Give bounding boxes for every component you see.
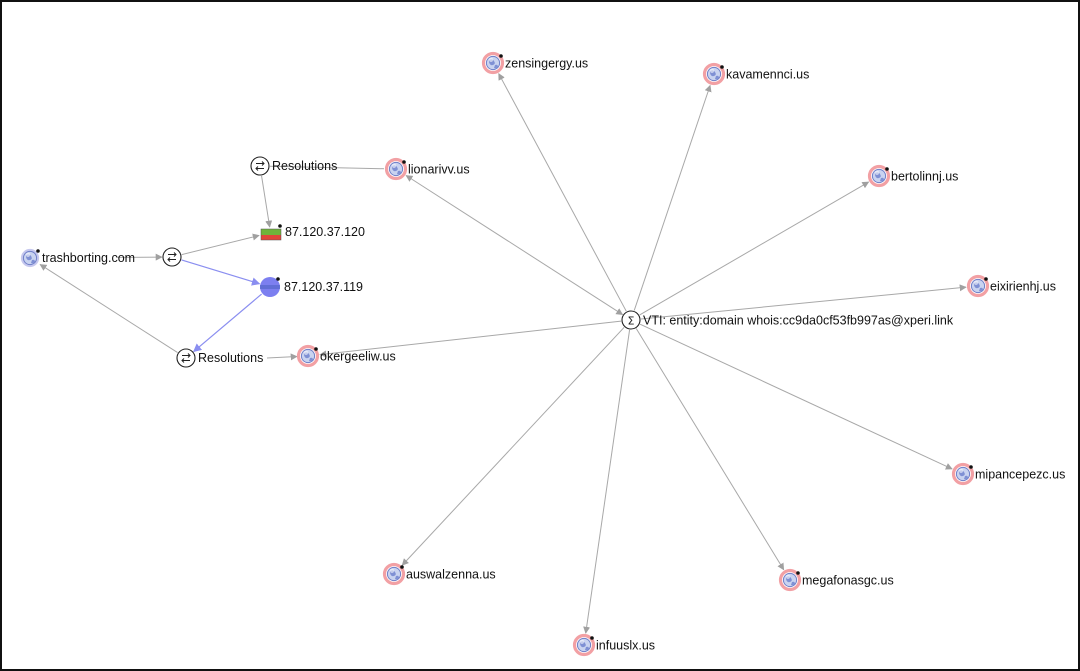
globe-icon — [386, 566, 402, 582]
globe-icon — [871, 168, 887, 184]
domain-label: megafonasgc.us — [802, 574, 894, 588]
resolutions-node-top[interactable]: Resolutions — [250, 156, 337, 176]
edge-center-to-domain — [635, 328, 785, 571]
center-node-label: VTI: entity:domain whois:cc9da0cf53fb997… — [643, 314, 954, 328]
edge-resolutions-root — [39, 264, 178, 354]
domain-node-infuuslx-us[interactable]: infuuslx.us — [572, 633, 656, 657]
domain-node-zensingergy-us[interactable]: zensingergy.us — [481, 51, 589, 75]
globe-icon — [706, 66, 722, 82]
edge-center-to-domain — [639, 323, 953, 470]
edge-relation-ip119 — [181, 259, 261, 286]
domain-node-mipancepezc-us[interactable]: mipancepezc.us — [951, 462, 1066, 486]
edge-resolutions-okergeeliw — [266, 353, 298, 361]
center-node[interactable]: Σ VTI: entity:domain whois:cc9da0cf53fb9… — [621, 310, 954, 330]
globe-icon — [300, 348, 316, 364]
edge-center-to-domain — [405, 175, 624, 316]
globe-icon — [970, 278, 986, 294]
globe-icon — [576, 637, 592, 653]
edge-lionarivv-resolutions — [269, 165, 385, 170]
edge-center-to-domain — [401, 326, 625, 566]
domain-label: mipancepezc.us — [975, 468, 1065, 482]
edge-ip119-resolutions — [192, 293, 262, 353]
globe-icon — [22, 250, 38, 266]
edge-center-to-domain — [319, 320, 622, 358]
ip-node-119[interactable]: 87.120.37.119 — [260, 277, 363, 297]
domain-node-okergeeliw-us[interactable]: okergeeliw.us — [296, 344, 396, 368]
domain-label: eixirienhj.us — [990, 280, 1056, 294]
root-domain-label: trashborting.com — [42, 251, 135, 265]
relation-node[interactable] — [162, 247, 182, 267]
edge-center-to-domain — [640, 284, 967, 320]
domain-node-megafonasgc-us[interactable]: megafonasgc.us — [778, 568, 894, 592]
globe-icon — [388, 161, 404, 177]
resolutions-label-bottom: Resolutions — [198, 351, 263, 365]
ip-label-119: 87.120.37.119 — [284, 280, 363, 294]
sigma-icon: Σ — [628, 315, 635, 328]
domain-node-eixirienhj-us[interactable]: eixirienhj.us — [966, 274, 1057, 298]
globe-icon — [485, 55, 501, 71]
ip-node-120[interactable]: 87.120.37.120 — [260, 224, 365, 241]
globe-icon — [782, 572, 798, 588]
edge-center-to-domain — [639, 181, 870, 316]
edge-resolutions-ip120 — [261, 175, 273, 228]
edge-center-to-domain — [583, 329, 631, 634]
swap-arrows-icon — [181, 353, 191, 363]
edge-center-to-domain — [633, 84, 712, 311]
domain-node-kavamennci-us[interactable]: kavamennci.us — [702, 62, 810, 86]
domain-label: kavamennci.us — [726, 68, 809, 82]
root-domain-node[interactable]: trashborting.com — [20, 248, 135, 268]
ip-label-120: 87.120.37.120 — [285, 225, 365, 239]
domain-label: okergeeliw.us — [320, 350, 396, 364]
domain-label: lionarivv.us — [408, 163, 470, 177]
domain-node-lionarivv-us[interactable]: lionarivv.us — [384, 157, 470, 181]
resolutions-label-top: Resolutions — [272, 159, 337, 173]
edge-relation-ip120 — [181, 233, 260, 256]
domain-node-auswalzenna-us[interactable]: auswalzenna.us — [382, 562, 496, 586]
domain-label: zensingergy.us — [505, 57, 588, 71]
domain-label: infuuslx.us — [596, 639, 655, 653]
domain-node-bertolinnj-us[interactable]: bertolinnj.us — [867, 164, 959, 188]
ip-flag-icon — [260, 228, 282, 241]
resolutions-node-bottom[interactable]: Resolutions — [176, 348, 263, 368]
swap-arrows-icon — [255, 161, 265, 171]
domain-label: bertolinnj.us — [891, 170, 958, 184]
domain-label: auswalzenna.us — [406, 568, 496, 582]
globe-icon — [955, 466, 971, 482]
swap-arrows-icon — [167, 252, 177, 262]
